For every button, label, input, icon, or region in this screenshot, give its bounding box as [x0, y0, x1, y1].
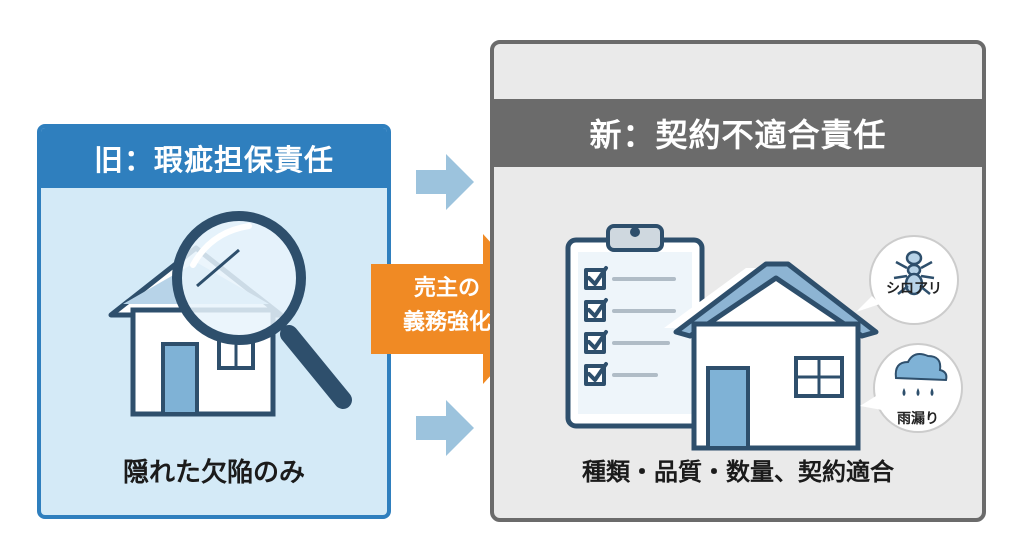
rain-cloud-icon — [894, 353, 948, 396]
clipboard-checklist-icon — [565, 224, 705, 429]
old-liability-caption: 隠れた欠陥のみ — [122, 458, 305, 488]
seller-obligation-line2: 義務強化 — [402, 310, 491, 335]
new-liability-panel: 新：契約不適合責任 — [490, 40, 986, 522]
old-liability-title: 旧：瑕疵担保責任 — [41, 128, 387, 188]
house-magnifier-illustration — [108, 211, 352, 417]
leak-bubble — [860, 343, 963, 433]
old-liability-panel: 旧：瑕疵担保責任 隠れた欠陥のみ — [37, 124, 391, 519]
new-liability-title: 新：契約不適合責任 — [494, 99, 982, 167]
seller-obligation-line1: 売主の — [413, 276, 480, 301]
seller-obligation-label: 売主の 義務強化 — [385, 272, 509, 340]
magnifying-glass-icon — [172, 211, 352, 409]
arrow-right-icon — [416, 400, 474, 456]
leak-label: 雨漏り — [897, 411, 939, 427]
clipboard-house-illustration — [565, 224, 963, 451]
new-liability-caption: 種類・品質・数量、契約適合 — [582, 458, 894, 486]
arrow-right-icon — [416, 154, 474, 210]
termite-icon — [893, 250, 935, 296]
house-icon — [664, 261, 879, 451]
termite-label: シロアリ — [886, 281, 942, 297]
termite-bubble — [856, 235, 959, 325]
